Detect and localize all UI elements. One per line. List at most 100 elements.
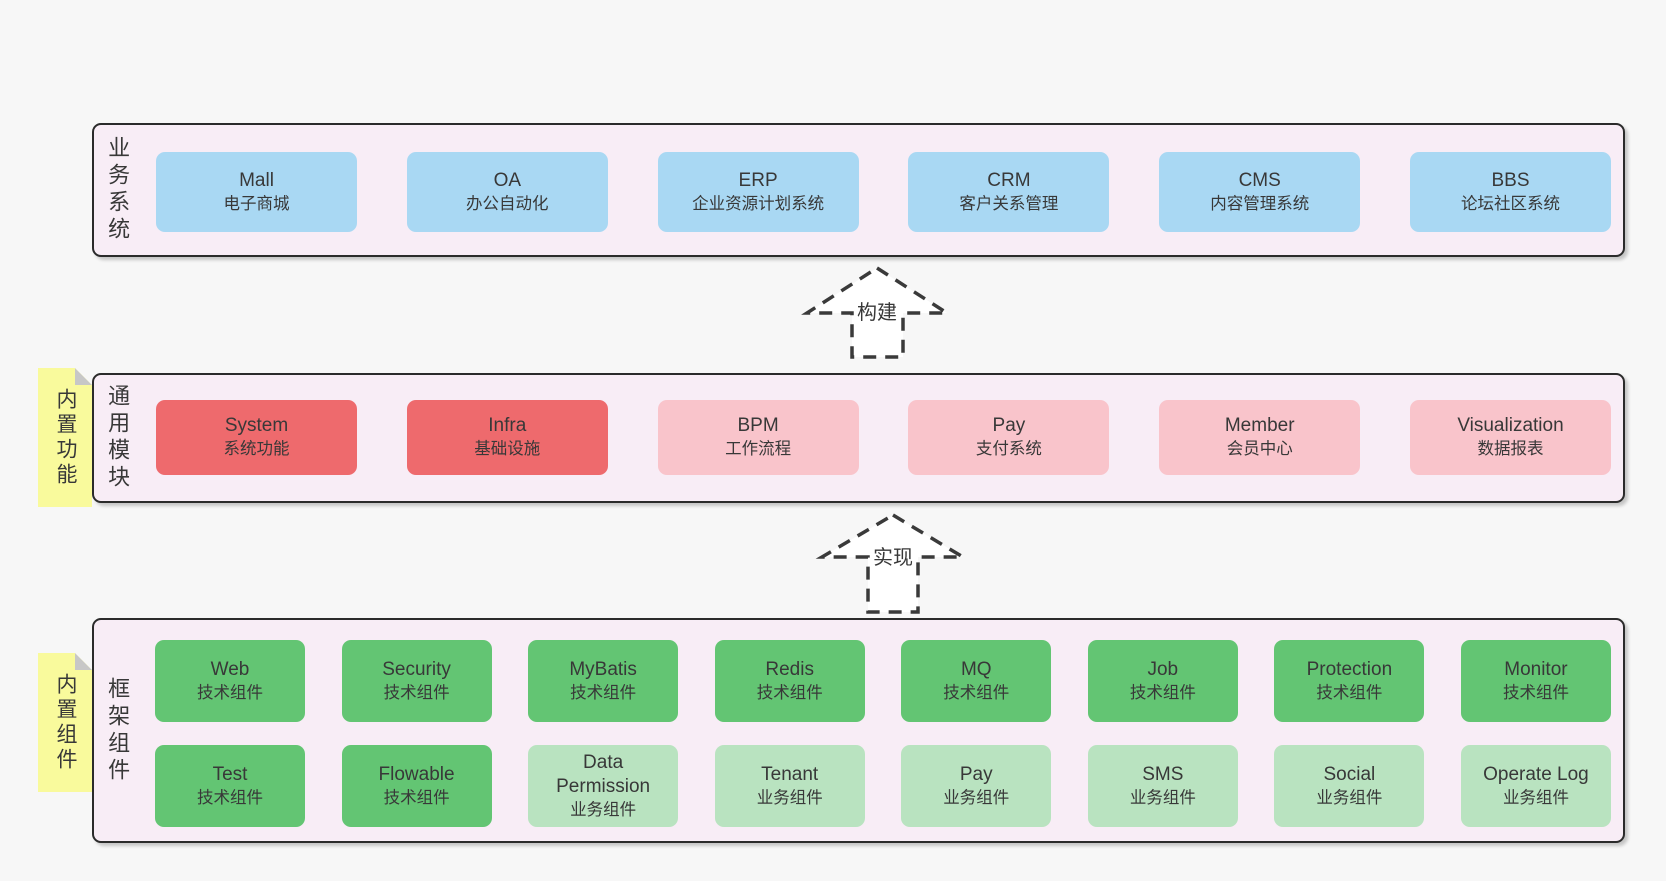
box-title: Pay xyxy=(959,763,993,785)
box-title: Security xyxy=(382,658,451,680)
box-title: Visualization xyxy=(1457,415,1564,437)
diagram-box-sms: SMS 业务组件 xyxy=(1087,745,1238,827)
diagram-box-crm: CRM 客户关系管理 xyxy=(908,152,1110,232)
folded-corner-icon xyxy=(75,368,92,385)
module-boxes-row: System 系统功能 Infra 基础设施 BPM 工作流程 Pay 支付系统 Member 会… xyxy=(156,400,1611,475)
box-subtitle: 数据报表 xyxy=(1477,440,1544,459)
box-subtitle: 技术组件 xyxy=(570,683,637,702)
box-subtitle: 业务组件 xyxy=(943,788,1010,807)
build-arrow: 构建 xyxy=(788,253,966,361)
diagram-box-operate-log: Operate Log 业务组件 xyxy=(1460,745,1611,827)
box-title: ERP xyxy=(738,169,778,191)
layer-common-modules: 通用模块 System 系统功能 Infra 基础设施 BPM 工作流程 Pay 支付系统 Me… xyxy=(92,373,1625,503)
diagram-box-mybatis: MyBatis 技术组件 xyxy=(528,640,679,722)
diagram-box-oa: OA 办公自动化 xyxy=(406,152,608,232)
box-title: Job xyxy=(1147,658,1179,680)
box-title: Monitor xyxy=(1504,658,1568,680)
diagram-box-bpm: BPM 工作流程 xyxy=(657,400,859,475)
box-title: Redis xyxy=(765,658,814,680)
box-subtitle: 技术组件 xyxy=(1502,683,1569,702)
layer-business-label: 业务系统 xyxy=(105,136,131,244)
box-subtitle: 内容管理系统 xyxy=(1210,194,1310,213)
box-title: Member xyxy=(1224,415,1295,437)
box-subtitle: 支付系统 xyxy=(975,440,1042,459)
diagram-box-flowable: Flowable 技术组件 xyxy=(341,745,492,827)
box-subtitle: 办公自动化 xyxy=(466,194,549,213)
box-title: OA xyxy=(493,169,522,191)
box-subtitle: 技术组件 xyxy=(1129,683,1196,702)
layer-modules-label: 通用模块 xyxy=(105,384,131,492)
box-title: Social xyxy=(1323,763,1376,785)
box-title: SMS xyxy=(1142,763,1184,785)
box-subtitle: 电子商城 xyxy=(223,194,290,213)
diagram-box-monitor: Monitor 技术组件 xyxy=(1460,640,1611,722)
diagram-box-member: Member 会员中心 xyxy=(1159,400,1361,475)
box-subtitle: 技术组件 xyxy=(383,788,450,807)
box-subtitle: 技术组件 xyxy=(197,683,263,702)
box-subtitle: 技术组件 xyxy=(197,788,263,807)
box-subtitle: 技术组件 xyxy=(943,683,1010,702)
box-subtitle: 客户关系管理 xyxy=(959,194,1059,213)
diagram-box-system: System 系统功能 xyxy=(156,400,357,475)
box-title: MyBatis xyxy=(569,658,637,680)
diagram-box-protection: Protection 技术组件 xyxy=(1274,640,1425,722)
diagram-box-visualization: Visualization 数据报表 xyxy=(1409,400,1611,475)
diagram-box-pay: Pay 业务组件 xyxy=(901,745,1052,827)
box-subtitle: 业务组件 xyxy=(1129,788,1196,807)
diagram-box-redis: Redis 技术组件 xyxy=(714,640,865,722)
diagram-box-mq: MQ 技术组件 xyxy=(901,640,1052,722)
diagram-box-web: Web 技术组件 xyxy=(155,640,305,722)
box-title: CMS xyxy=(1238,169,1281,191)
layer-business-systems: 业务系统 Mall 电子商城 OA 办公自动化 ERP 企业资源计划系统 CRM 客户关系管理… xyxy=(92,123,1625,257)
box-title: CRM xyxy=(987,169,1031,191)
box-subtitle: 业务组件 xyxy=(756,788,823,807)
business-boxes-row: Mall 电子商城 OA 办公自动化 ERP 企业资源计划系统 CRM 客户关系管理 CMS 内容… xyxy=(156,152,1611,232)
box-subtitle: 技术组件 xyxy=(756,683,823,702)
box-subtitle: 工作流程 xyxy=(725,440,792,459)
box-title: Protection xyxy=(1306,658,1393,680)
box-title: BBS xyxy=(1491,169,1530,191)
box-title: Tenant xyxy=(761,763,819,785)
diagram-box-mall: Mall 电子商城 xyxy=(156,152,357,232)
box-subtitle: 业务组件 xyxy=(570,800,637,819)
box-subtitle: 业务组件 xyxy=(1502,788,1569,807)
box-title: Test xyxy=(212,763,248,785)
box-title: System xyxy=(224,415,289,437)
box-subtitle: 业务组件 xyxy=(1316,788,1383,807)
box-title: Web xyxy=(210,658,250,680)
layer-components-label: 框架组件 xyxy=(105,676,131,785)
folded-corner-icon xyxy=(75,653,92,670)
box-title: Operate Log xyxy=(1483,763,1589,785)
box-title: Flowable xyxy=(378,763,455,785)
box-title: Mall xyxy=(239,169,274,191)
builtin-features-sticky-note: 内置功能 xyxy=(38,368,92,507)
diagram-box-social: Social 业务组件 xyxy=(1274,745,1425,827)
box-subtitle: 技术组件 xyxy=(1316,683,1383,702)
box-subtitle: 技术组件 xyxy=(383,683,450,702)
diagram-box-erp: ERP 企业资源计划系统 xyxy=(657,152,859,232)
box-subtitle: 基础设施 xyxy=(474,440,541,459)
box-subtitle: 会员中心 xyxy=(1226,440,1293,459)
diagram-box-test: Test 技术组件 xyxy=(155,745,305,827)
diagram-box-security: Security 技术组件 xyxy=(341,640,492,722)
implement-arrow: 实现 xyxy=(804,500,982,615)
box-subtitle: 企业资源计划系统 xyxy=(692,194,825,213)
box-subtitle: 系统功能 xyxy=(223,440,290,459)
builtin-components-label: 内置组件 xyxy=(54,672,78,773)
diagram-box-tenant: Tenant 业务组件 xyxy=(714,745,865,827)
box-title: BPM xyxy=(737,415,779,437)
box-title: Infra xyxy=(488,415,527,437)
box-subtitle: 论坛社区系统 xyxy=(1460,194,1560,213)
build-arrow-label: 构建 xyxy=(854,295,900,326)
diagram-box-pay: Pay 支付系统 xyxy=(908,400,1110,475)
diagram-box-cms: CMS 内容管理系统 xyxy=(1159,152,1361,232)
box-title: Pay xyxy=(992,415,1026,437)
implement-arrow-label: 实现 xyxy=(870,540,916,571)
diagram-box-infra: Infra 基础设施 xyxy=(406,400,608,475)
builtin-components-sticky-note: 内置组件 xyxy=(38,653,92,792)
box-title: MQ xyxy=(960,658,992,680)
